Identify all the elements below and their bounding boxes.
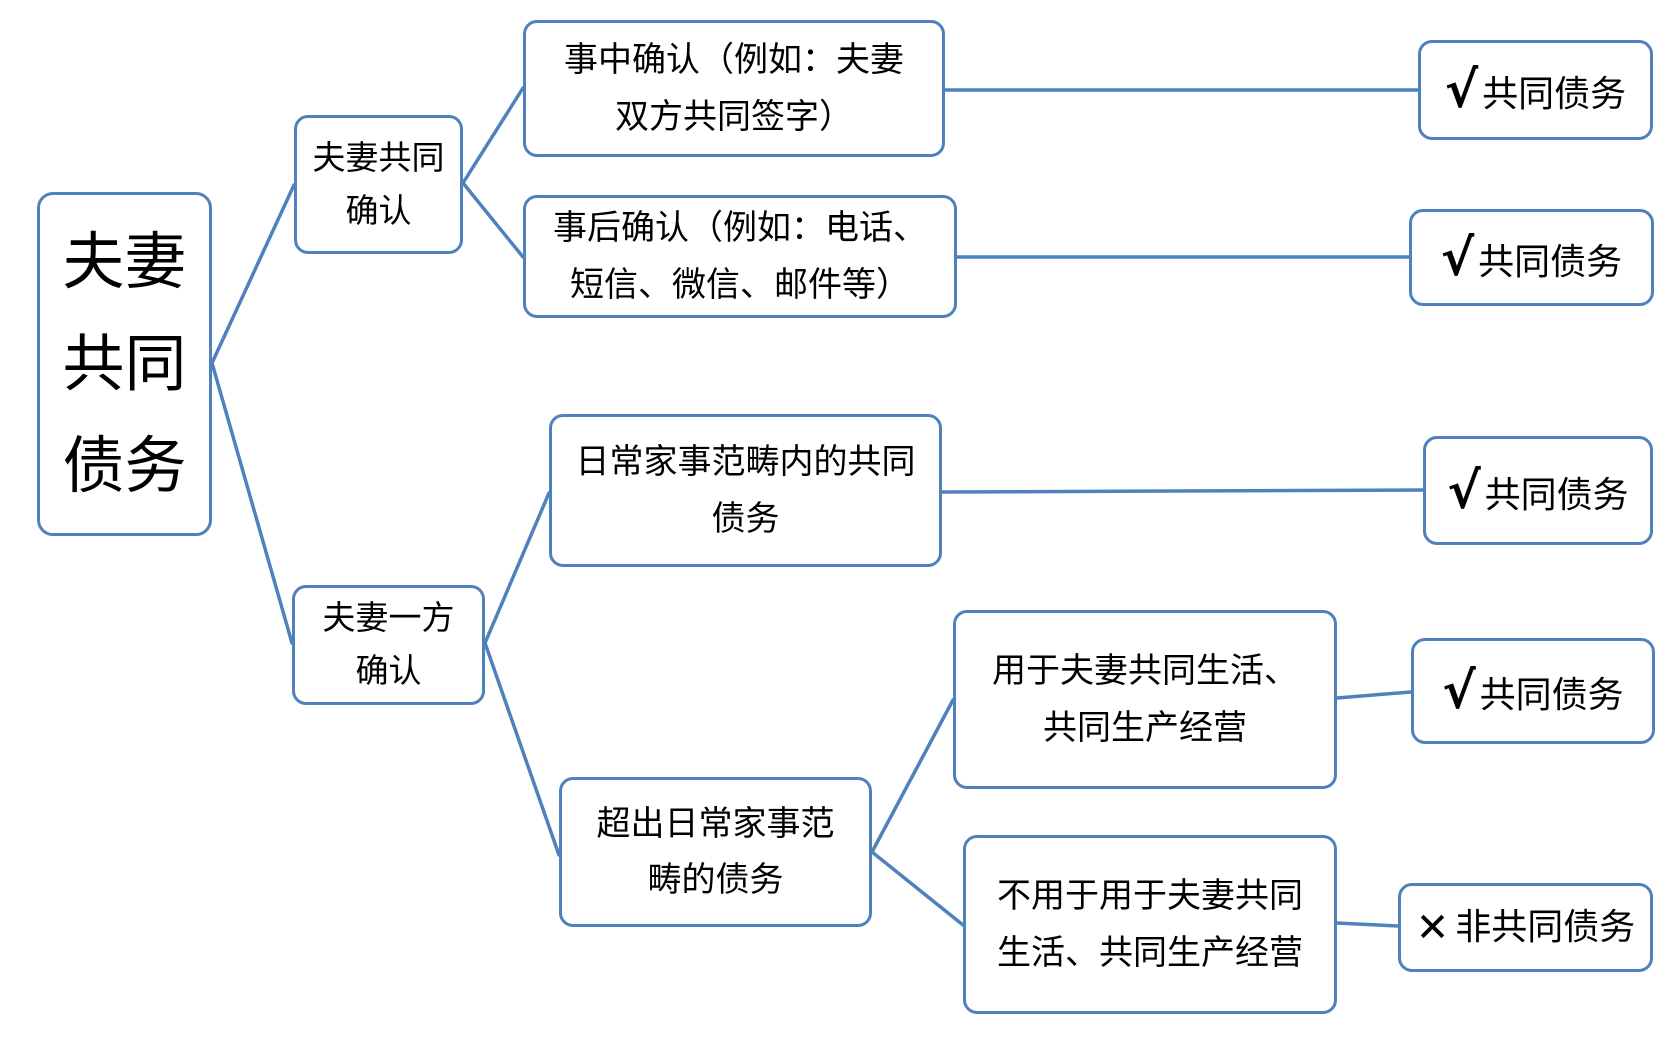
connector-root-to-joint [210,183,296,365]
connector-used-to-result [1335,690,1413,700]
node-during-confirmation: 事中确认（例如：夫妻 双方共同签字） [523,20,945,157]
node-text-line: 日常家事范畴内的共同 [575,442,916,483]
node-text-line: 确认 [345,190,412,230]
node-text-line: 事后确认（例如：电话、 [553,208,927,249]
result-label: 共同债务 [1482,74,1627,115]
result-joint-debt: √ 共同债务 [1411,638,1655,744]
connector-single-to-beyond [483,641,561,857]
root-line: 共同 [62,326,187,400]
result-label: 共同债务 [1478,241,1623,283]
node-used-for-joint-life: 用于夫妻共同生活、 共同生产经营 [953,610,1337,789]
node-text-line: 事中确认（例如：夫妻 [564,40,904,81]
connector-joint-to-after [461,181,525,259]
node-text-line: 债务 [711,498,780,539]
node-text-line: 夫妻共同 [312,137,445,177]
root-line: 夫妻 [62,224,187,298]
connector-beyond-to-used [870,698,955,854]
node-text-line: 超出日常家事范 [596,803,835,844]
node-text-line: 用于夫妻共同生活、 [992,651,1298,692]
connector-joint-to-during [461,86,525,185]
connector-single-to-daily [483,491,551,645]
node-daily-household-debt: 日常家事范畴内的共同 债务 [549,414,942,567]
root-node: 夫妻 共同 债务 [37,192,212,536]
connector-notused-to-result [1335,921,1400,928]
branch-joint-confirmation: 夫妻共同 确认 [294,115,463,254]
node-text-line: 确认 [355,651,422,690]
result-joint-debt: √ 共同债务 [1409,209,1654,306]
node-text-line: 畴的债务 [647,860,784,900]
node-text-line: 共同生产经营 [1043,707,1247,748]
node-text-line: 短信、微信、邮件等） [570,264,910,305]
node-beyond-daily-debt: 超出日常家事范 畴的债务 [559,777,872,927]
check-mark-icon: √ [1440,228,1475,287]
node-text-line: 不用于用于夫妻共同 [997,876,1303,917]
branch-single-confirmation: 夫妻一方 确认 [292,585,485,705]
result-non-joint-debt: ✕ 非共同债务 [1398,883,1653,972]
node-text-line: 双方共同签字） [615,96,853,137]
check-mark-icon: √ [1444,61,1479,119]
check-mark-icon: √ [1447,461,1481,520]
node-text-line: 生活、共同生产经营 [997,932,1303,973]
connector-daily-to-result [940,488,1425,494]
root-line: 债务 [62,429,187,503]
node-text-line: 夫妻一方 [322,598,455,638]
node-not-used-for-joint-life: 不用于用于夫妻共同 生活、共同生产经营 [963,835,1337,1014]
result-label: 共同债务 [1479,675,1624,716]
node-after-confirmation: 事后确认（例如：电话、 短信、微信、邮件等） [523,195,957,318]
check-mark-icon: √ [1442,662,1476,720]
connector-root-to-single [210,361,294,645]
connector-beyond-to-notused [870,850,965,927]
result-label: 非共同债务 [1455,906,1636,948]
result-label: 共同债务 [1484,474,1629,516]
result-joint-debt: √ 共同债务 [1418,40,1653,140]
result-joint-debt: √ 共同债务 [1423,436,1653,545]
cross-mark-icon: ✕ [1415,904,1450,951]
